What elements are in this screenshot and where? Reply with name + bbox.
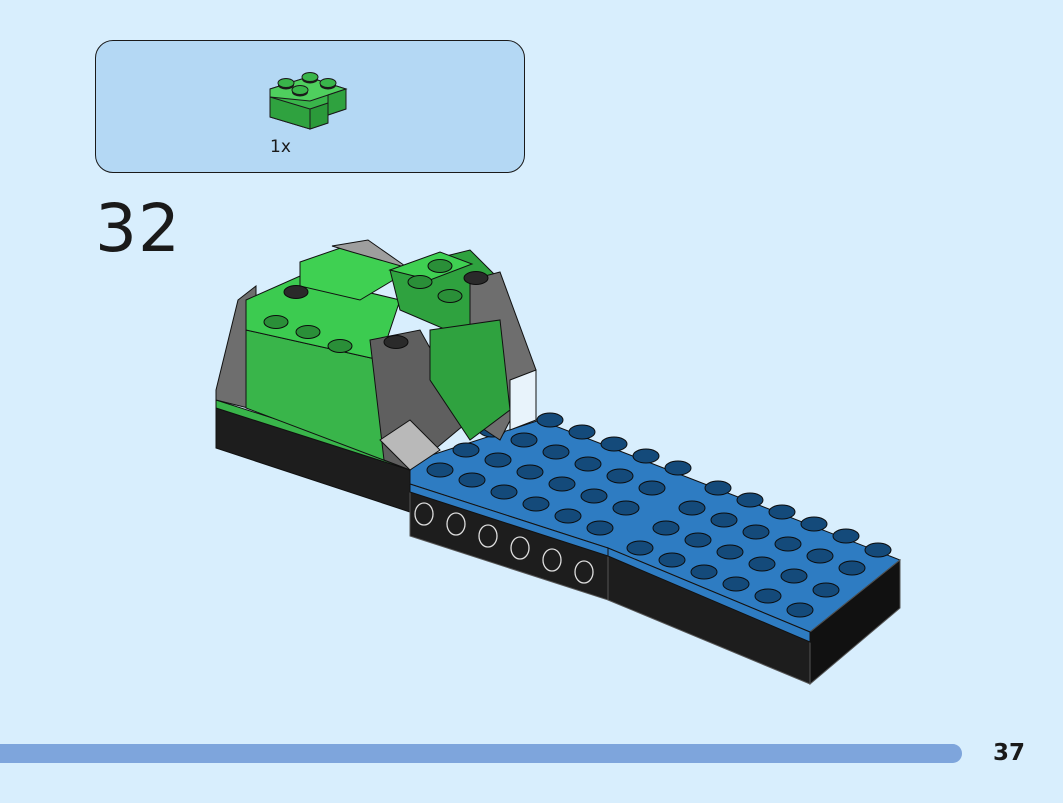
technic-holes — [414, 502, 594, 584]
page-progress-bar — [0, 744, 962, 763]
gray-studs — [283, 271, 489, 349]
page-number: 37 — [993, 740, 1026, 766]
parts-callout-box: 1x — [95, 40, 525, 173]
blue-plate-studs — [426, 402, 892, 618]
part-quantity-label: 1x — [270, 137, 291, 157]
step-number: 32 — [95, 190, 181, 267]
green-studs — [263, 259, 463, 353]
page-progress-fill — [0, 744, 962, 763]
green-corner-brick-icon — [269, 72, 348, 130]
